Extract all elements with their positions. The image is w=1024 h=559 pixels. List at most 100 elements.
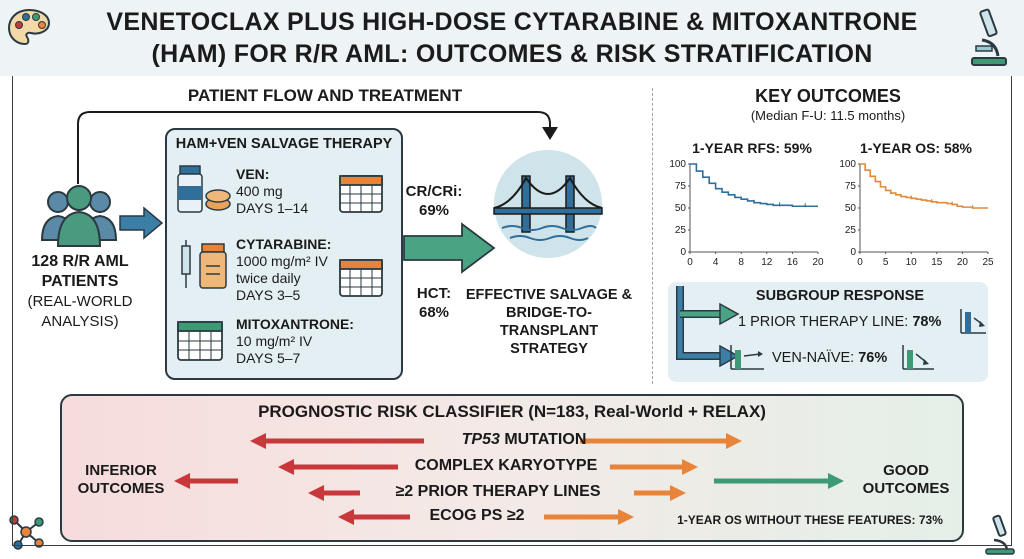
followup-label: (Median F-U: 11.5 months)	[750, 108, 906, 123]
risk-heading: PROGNOSTIC RISK CLASSIFIER (N=183, Real-…	[258, 402, 766, 421]
os-x-tick-label: 15	[931, 257, 943, 268]
subgroup-1-value: 78%	[912, 314, 942, 330]
subgroup-2: VEN-NAÏVE: 76%	[772, 350, 887, 366]
factor-prior-lines: ≥2 PRIOR THERAPY LINES	[395, 483, 601, 500]
therapy-title: HAM+VEN SALVAGE THERAPY	[175, 136, 393, 152]
rfs-y-tick-label: 0	[680, 247, 686, 258]
rfs-y-tick-label: 25	[675, 225, 687, 236]
inferior-outcomes-label: INFERIOR OUTCOMES	[66, 462, 176, 498]
page-title: VENETOCLAX PLUS HIGH-DOSE CYTARABINE & M…	[60, 6, 964, 70]
mini-bar-chart-icon	[902, 345, 934, 370]
mitoxantrone-dose: 10 mg/m² IV	[236, 333, 313, 349]
factor-tp53: TP53 MUTATION	[404, 431, 644, 449]
inferior-line-1: INFERIOR	[85, 462, 157, 479]
syringe-vial-icon	[181, 240, 227, 289]
patients-group-icon	[40, 185, 118, 247]
good-line-1: GOOD	[883, 462, 929, 479]
calendar-icon	[339, 175, 383, 213]
cr-rate: CR/CRi: 69%	[404, 182, 464, 220]
inferior-line-2: OUTCOMES	[77, 480, 165, 497]
hct-rate: HCT: 68%	[404, 284, 464, 322]
os-x-tick-label: 10	[906, 257, 918, 268]
title-line-1: VENETOCLAX PLUS HIGH-DOSE CYTARABINE & M…	[106, 8, 918, 36]
calendar-icon	[177, 321, 223, 361]
os-x-tick-label: 0	[857, 257, 863, 268]
risk-arrows	[174, 433, 844, 525]
cytarabine-days: DAYS 3–5	[236, 287, 301, 303]
factor-tp53-suffix: MUTATION	[499, 431, 587, 448]
subgroup-1: 1 PRIOR THERAPY LINE: 78%	[738, 314, 941, 330]
risk-classifier-box	[60, 394, 964, 542]
subgroup-branch-arrow	[676, 286, 740, 368]
os-y-tick-label: 25	[845, 225, 857, 236]
ven-days: DAYS 1–14	[236, 200, 309, 216]
cr-value: 69%	[418, 202, 450, 219]
ven-block: VEN: 400 mg DAYS 1–14	[236, 166, 308, 217]
patients-label: 128 R/R AML PATIENTS (REAL-WORLD ANALYSI…	[22, 252, 138, 332]
therapy-to-strategy-arrow	[403, 222, 496, 274]
ven-dose: 400 mg	[236, 183, 283, 199]
patients-word: PATIENTS	[41, 273, 119, 290]
rfs-y-tick-label: 75	[675, 181, 687, 192]
os-x-tick-label: 25	[982, 257, 994, 268]
rfs-x-tick-label: 20	[812, 257, 824, 268]
patients-to-therapy-arrow	[119, 206, 164, 240]
hct-label: HCT:	[416, 285, 452, 302]
rfs-x-tick-label: 4	[713, 257, 719, 268]
microscope-icon	[971, 8, 1007, 66]
os-y-tick-label: 50	[845, 203, 857, 214]
subgroup-heading: SUBGROUP RESPONSE	[755, 288, 925, 304]
subgroup-1-label: 1 PRIOR THERAPY LINE:	[738, 314, 913, 330]
strategy-label: EFFECTIVE SALVAGE & BRIDGE-TO-TRANSPLANT…	[460, 286, 638, 358]
strategy-line-2: BRIDGE-TO-TRANSPLANT	[499, 305, 599, 339]
rfs-chart: 100 75 50 25 00 4 8 12 16 20	[669, 159, 824, 268]
mini-bar-chart-icon	[730, 345, 764, 370]
os-survival-curve	[860, 163, 988, 209]
bridge-icon	[493, 150, 603, 258]
cytarabine-block: CYTARABINE: 1000 mg/m² IV twice daily DA…	[236, 236, 331, 304]
os-y-tick-label: 75	[845, 181, 857, 192]
subgroup-2-value: 76%	[858, 350, 888, 366]
rfs-x-tick-label: 0	[687, 257, 693, 268]
cytarabine-frequency: twice daily	[236, 270, 301, 286]
flow-bracket-arrow	[77, 111, 558, 184]
hct-value: 68%	[418, 304, 450, 321]
rfs-survival-curve	[690, 163, 818, 208]
os-x-tick-label: 5	[883, 257, 889, 268]
rfs-x-tick-label: 12	[761, 257, 773, 268]
cr-label: CR/CRi:	[405, 183, 463, 200]
rfs-x-tick-label: 16	[787, 257, 799, 268]
patients-count: 128 R/R AML	[31, 253, 129, 270]
key-outcomes-heading: KEY OUTCOMES	[755, 86, 901, 106]
os-title: 1-YEAR OS: 58%	[859, 140, 973, 156]
strategy-line-3: STRATEGY	[510, 341, 588, 357]
pill-bottle-icon	[177, 165, 231, 213]
os-y-tick-label: 0	[850, 247, 856, 258]
subgroup-2-label: VEN-NAÏVE:	[772, 350, 859, 366]
rfs-y-tick-label: 100	[669, 159, 686, 170]
microscope-small-icon	[985, 514, 1015, 555]
title-line-2: (HAM) FOR R/R AML: OUTCOMES & RISK STRAT…	[151, 40, 873, 68]
good-outcomes-label: GOOD OUTCOMES	[852, 462, 960, 498]
good-line-2: OUTCOMES	[862, 480, 950, 497]
factor-complex-karyotype: COMPLEX KARYOTYPE	[414, 457, 598, 474]
analysis-label: ANALYSIS)	[41, 313, 119, 330]
patient-flow-heading: PATIENT FLOW AND TREATMENT	[187, 86, 463, 105]
rfs-y-tick-label: 50	[675, 203, 687, 214]
risk-footnote: 1-YEAR OS WITHOUT THESE FEATURES: 73%	[677, 513, 943, 527]
main-frame	[12, 76, 1012, 546]
mitoxantrone-block: MITOXANTRONE: 10 mg/m² IV DAYS 5–7	[236, 316, 354, 367]
os-x-tick-label: 20	[957, 257, 969, 268]
section-divider	[652, 88, 653, 384]
mitoxantrone-days: DAYS 5–7	[236, 350, 301, 366]
ven-name: VEN:	[236, 166, 270, 182]
calendar-icon	[339, 259, 383, 297]
mini-bar-chart-icon	[960, 309, 986, 334]
real-world-label: (REAL-WORLD	[27, 293, 133, 310]
title-bar	[0, 0, 1024, 76]
rfs-title: 1-YEAR RFS: 59%	[692, 140, 812, 156]
cytarabine-dose: 1000 mg/m² IV	[236, 253, 328, 269]
factor-ecog: ECOG PS ≥2	[429, 507, 525, 524]
rfs-x-tick-label: 8	[738, 257, 744, 268]
